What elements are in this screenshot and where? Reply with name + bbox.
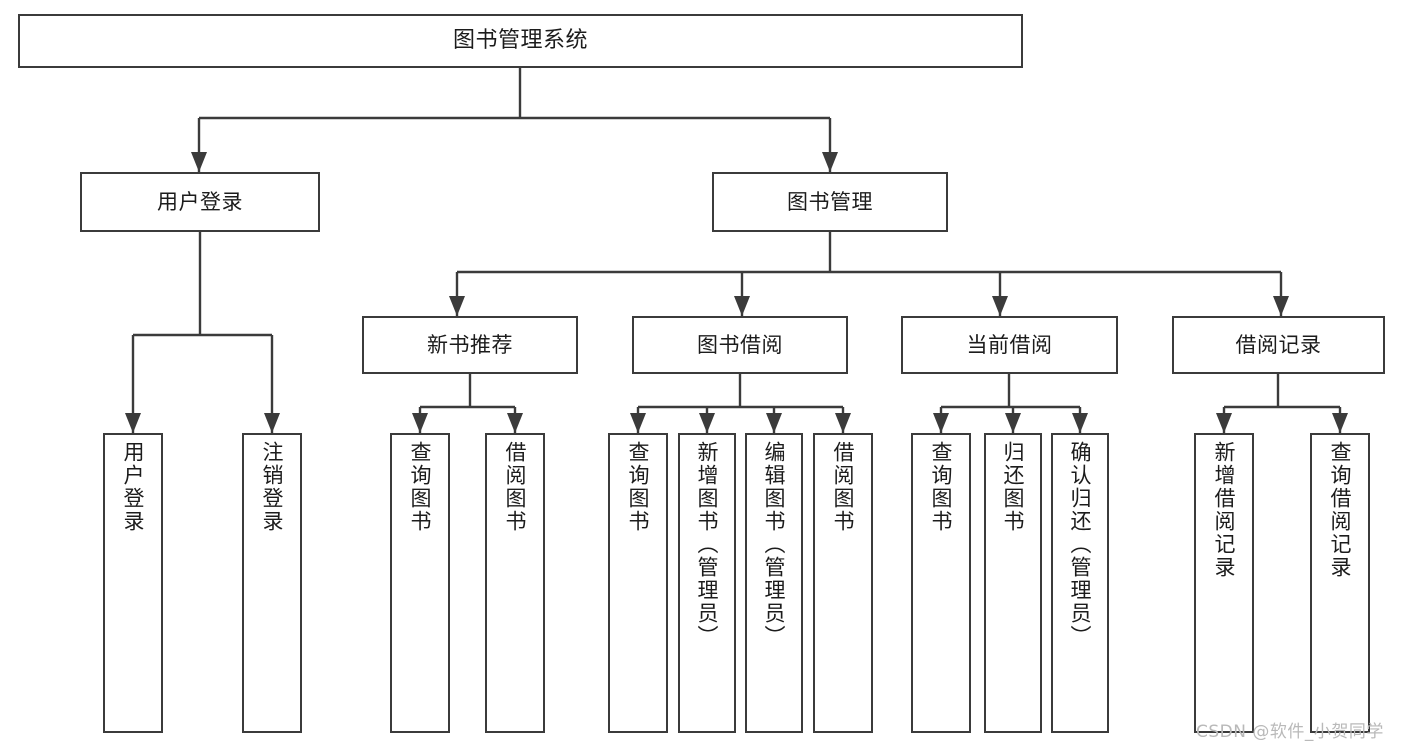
node-label: 确认归还（管理员） — [1068, 441, 1093, 648]
node-l6[interactable]: 新增图书（管理员） — [678, 433, 736, 733]
node-l5[interactable]: 查询图书 — [608, 433, 668, 733]
arrow-head-newrec-0 — [412, 413, 428, 433]
arrow-head-current-2 — [1072, 413, 1088, 433]
node-label: 归还图书 — [1001, 441, 1026, 533]
node-label: 新增借阅记录 — [1212, 441, 1237, 579]
arrow-head-records-0 — [1216, 413, 1232, 433]
node-label: 用户登录 — [157, 189, 243, 214]
arrow-head-borrow-0 — [630, 413, 646, 433]
node-label: 借阅图书 — [831, 441, 856, 533]
node-borrow[interactable]: 图书借阅 — [632, 316, 848, 374]
node-current[interactable]: 当前借阅 — [901, 316, 1118, 374]
node-l9[interactable]: 查询图书 — [911, 433, 971, 733]
node-label: 图书借阅 — [697, 332, 783, 357]
arrow-head-bookmgmt-1 — [734, 296, 750, 316]
arrow-head-bookmgmt-0 — [449, 296, 465, 316]
node-l7[interactable]: 编辑图书（管理员） — [745, 433, 803, 733]
node-newrec[interactable]: 新书推荐 — [362, 316, 578, 374]
arrow-head-borrow-3 — [835, 413, 851, 433]
node-label: 新增图书（管理员） — [695, 441, 720, 648]
node-l13[interactable]: 查询借阅记录 — [1310, 433, 1370, 733]
node-l10[interactable]: 归还图书 — [984, 433, 1042, 733]
arrow-head-root-0 — [191, 152, 207, 172]
node-records[interactable]: 借阅记录 — [1172, 316, 1385, 374]
node-label: 查询借阅记录 — [1328, 441, 1353, 579]
node-l1[interactable]: 用户登录 — [103, 433, 163, 733]
node-label: 注销登录 — [260, 441, 285, 533]
node-login[interactable]: 用户登录 — [80, 172, 320, 232]
node-l11[interactable]: 确认归还（管理员） — [1051, 433, 1109, 733]
node-label: 借阅记录 — [1235, 332, 1322, 357]
arrow-head-bookmgmt-2 — [992, 296, 1008, 316]
arrow-head-root-1 — [822, 152, 838, 172]
node-l4[interactable]: 借阅图书 — [485, 433, 545, 733]
arrow-head-borrow-1 — [699, 413, 715, 433]
arrow-head-records-1 — [1332, 413, 1348, 433]
node-label: 用户登录 — [121, 441, 146, 533]
arrow-head-newrec-1 — [507, 413, 523, 433]
arrow-head-current-1 — [1005, 413, 1021, 433]
node-label: 借阅图书 — [503, 441, 528, 533]
node-label: 新书推荐 — [427, 332, 513, 357]
node-label: 查询图书 — [929, 441, 954, 533]
node-l12[interactable]: 新增借阅记录 — [1194, 433, 1254, 733]
node-root[interactable]: 图书管理系统 — [18, 14, 1023, 68]
node-label: 查询图书 — [626, 441, 651, 533]
arrow-head-current-0 — [933, 413, 949, 433]
arrow-head-login-0 — [125, 413, 141, 433]
node-label: 图书管理系统 — [452, 28, 588, 54]
arrow-head-login-1 — [264, 413, 280, 433]
node-l8[interactable]: 借阅图书 — [813, 433, 873, 733]
node-label: 当前借阅 — [966, 332, 1053, 357]
arrow-head-bookmgmt-3 — [1273, 296, 1289, 316]
node-label: 查询图书 — [408, 441, 433, 533]
node-label: 图书管理 — [787, 189, 873, 214]
arrow-head-borrow-2 — [766, 413, 782, 433]
node-l2[interactable]: 注销登录 — [242, 433, 302, 733]
node-l3[interactable]: 查询图书 — [390, 433, 450, 733]
node-label: 编辑图书（管理员） — [762, 441, 787, 648]
node-bookmgmt[interactable]: 图书管理 — [712, 172, 948, 232]
